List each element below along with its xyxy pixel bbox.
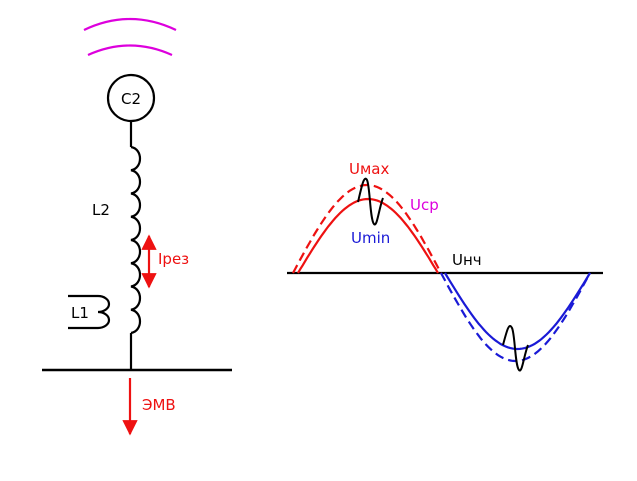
- capacitor-c2: C2: [106, 73, 156, 123]
- radiation-wave-outer: [83, 17, 177, 31]
- negative-envelope-min: [444, 272, 591, 351]
- coil-l2: [130, 145, 142, 335]
- peak-oscillation-top: [357, 177, 384, 226]
- u-min-label: Umin: [351, 229, 390, 247]
- capacitor-label: C2: [121, 90, 141, 108]
- current-label: Iрез: [158, 250, 189, 268]
- coil-l2-label: L2: [92, 201, 110, 219]
- peak-oscillation-bottom: [502, 325, 529, 372]
- u-avg-label: Uср: [410, 196, 439, 214]
- positive-envelope-max: [292, 183, 442, 274]
- negative-envelope-max: [440, 272, 591, 363]
- emission-label: ЭМВ: [142, 396, 176, 414]
- positive-envelope-min: [297, 197, 439, 274]
- radiation-wave-inner: [87, 44, 173, 57]
- pickup-coil-l1-label: L1: [71, 304, 89, 322]
- u-lf-label: Uнч: [452, 251, 482, 269]
- radiation-waves: [83, 17, 177, 57]
- u-max-label: Uмах: [349, 160, 389, 178]
- pickup-coil-l1: [68, 294, 111, 330]
